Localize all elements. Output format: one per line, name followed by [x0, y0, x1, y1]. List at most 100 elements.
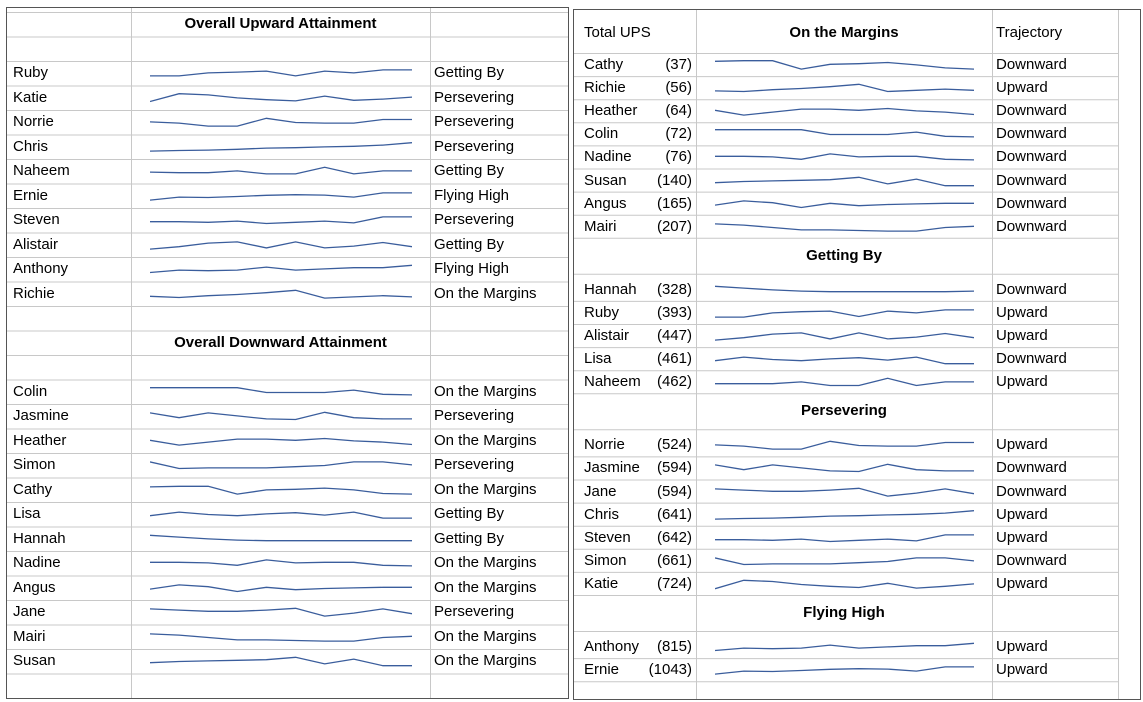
student-name: Anthony — [13, 260, 69, 277]
trajectory-value: Downward — [996, 148, 1067, 166]
total-ups-value: (1043) — [648, 661, 692, 679]
spacer-row — [7, 306, 568, 330]
trajectory-sparkline — [715, 356, 974, 365]
attainment-sparkline — [150, 559, 412, 567]
trajectory-sparkline — [715, 153, 974, 161]
sparkline-path — [715, 440, 974, 451]
total-ups-value: (447) — [656, 327, 692, 344]
student-name: Richie — [13, 284, 55, 302]
student-name: Steven — [13, 211, 60, 228]
table-row: Anthony Flying High — [7, 257, 568, 281]
sparkline-path — [715, 285, 974, 293]
spacer-row — [7, 37, 568, 61]
sparkline-path — [150, 632, 412, 642]
trajectory-sparkline — [715, 108, 974, 116]
trajectory-value: Downward — [996, 459, 1067, 477]
student-name: Norrie — [584, 436, 625, 454]
attainment-sparkline — [150, 289, 412, 299]
total-ups-value: (76) — [665, 148, 692, 166]
student-name: Heather — [13, 431, 67, 449]
attainment-category: Persevering — [434, 113, 515, 130]
sparkline-path — [150, 216, 412, 225]
attainment-category: On the Margins — [434, 554, 537, 571]
trajectory-value: Upward — [996, 528, 1048, 546]
sparkline-path — [715, 557, 974, 565]
student-name: Angus — [584, 194, 627, 212]
attainment-sparkline — [150, 216, 412, 225]
attainment-sparkline — [150, 461, 412, 470]
sparkline-path — [715, 332, 974, 341]
total-ups-value: (724) — [656, 574, 692, 592]
attainment-sparkline — [150, 386, 412, 396]
section-title-downward: Overall Downward Attainment — [174, 333, 387, 351]
sparkline-path — [150, 92, 412, 102]
student-name: Katie — [13, 88, 48, 106]
sparkline-path — [715, 579, 974, 590]
table-row: Jasmine(594)Downward — [574, 456, 1140, 479]
attainment-sparkline — [150, 656, 412, 667]
student-name: Angus — [13, 578, 56, 596]
total-ups-value: (140) — [656, 171, 692, 189]
attainment-category: On the Margins — [434, 627, 537, 645]
trajectory-value: Upward — [996, 661, 1048, 679]
trajectory-value: Upward — [996, 303, 1048, 321]
trajectory-value: Upward — [996, 574, 1048, 592]
sparkline-path — [715, 199, 974, 208]
attainment-sparkline — [150, 411, 412, 421]
sparkline-path — [150, 607, 412, 617]
sparkline-path — [715, 642, 974, 652]
total-ups-value: (393) — [656, 303, 692, 321]
sparkline-path — [715, 533, 974, 542]
attainment-sparkline — [150, 534, 412, 541]
column-header-trajectory: Trajectory — [996, 24, 1063, 41]
student-name: Hannah — [584, 280, 637, 298]
attainment-sparkline — [150, 511, 412, 519]
student-name: Richie — [584, 79, 626, 97]
attainment-category: Persevering — [434, 603, 515, 620]
table-row: Lisa(461)Downward — [574, 347, 1140, 370]
section-header-row: Overall Downward Attainment — [7, 331, 568, 355]
attainment-category: On the Margins — [434, 578, 537, 596]
attainment-category: Getting By — [434, 162, 505, 179]
total-ups-value: (594) — [656, 482, 692, 500]
section-title-getting-by: Getting By — [806, 246, 882, 264]
student-name: Susan — [13, 652, 56, 669]
total-ups-value: (462) — [656, 373, 692, 391]
spacer-row — [7, 355, 568, 379]
sparkline-path — [150, 437, 412, 446]
student-name: Susan — [584, 171, 627, 189]
trajectory-sparkline — [715, 579, 974, 590]
student-name: Colin — [13, 382, 48, 400]
trajectory-sparkline — [715, 557, 974, 565]
sparkline-path — [150, 485, 412, 495]
sparkline-path — [715, 666, 974, 675]
total-ups-value: (641) — [656, 505, 692, 523]
sparkline-path — [715, 356, 974, 365]
total-ups-value: (815) — [656, 638, 692, 655]
attainment-category: Persevering — [434, 456, 515, 473]
sparkline-path — [150, 240, 412, 250]
student-name: Simon — [584, 551, 627, 569]
total-ups-value: (594) — [656, 459, 692, 477]
attainment-category: Flying High — [434, 260, 510, 277]
attainment-sparkline — [150, 632, 412, 642]
total-ups-value: (56) — [665, 79, 692, 97]
trajectory-sparkline — [715, 642, 974, 652]
table-row: Ernie(1043)Upward — [574, 658, 1140, 681]
sparkline-path — [150, 69, 412, 77]
attainment-category: On the Margins — [434, 652, 537, 669]
sparkline-path — [715, 83, 974, 93]
total-ups-value: (461) — [656, 350, 692, 368]
student-name: Katie — [584, 574, 619, 592]
section-header-row: Getting By — [574, 244, 1140, 268]
student-name: Steven — [584, 528, 631, 546]
total-ups-value: (72) — [665, 125, 692, 143]
student-name: Chris — [584, 505, 620, 523]
sparkline-path — [150, 166, 412, 175]
table-row: Steven(642)Upward — [574, 526, 1140, 549]
student-name: Cathy — [13, 480, 53, 498]
